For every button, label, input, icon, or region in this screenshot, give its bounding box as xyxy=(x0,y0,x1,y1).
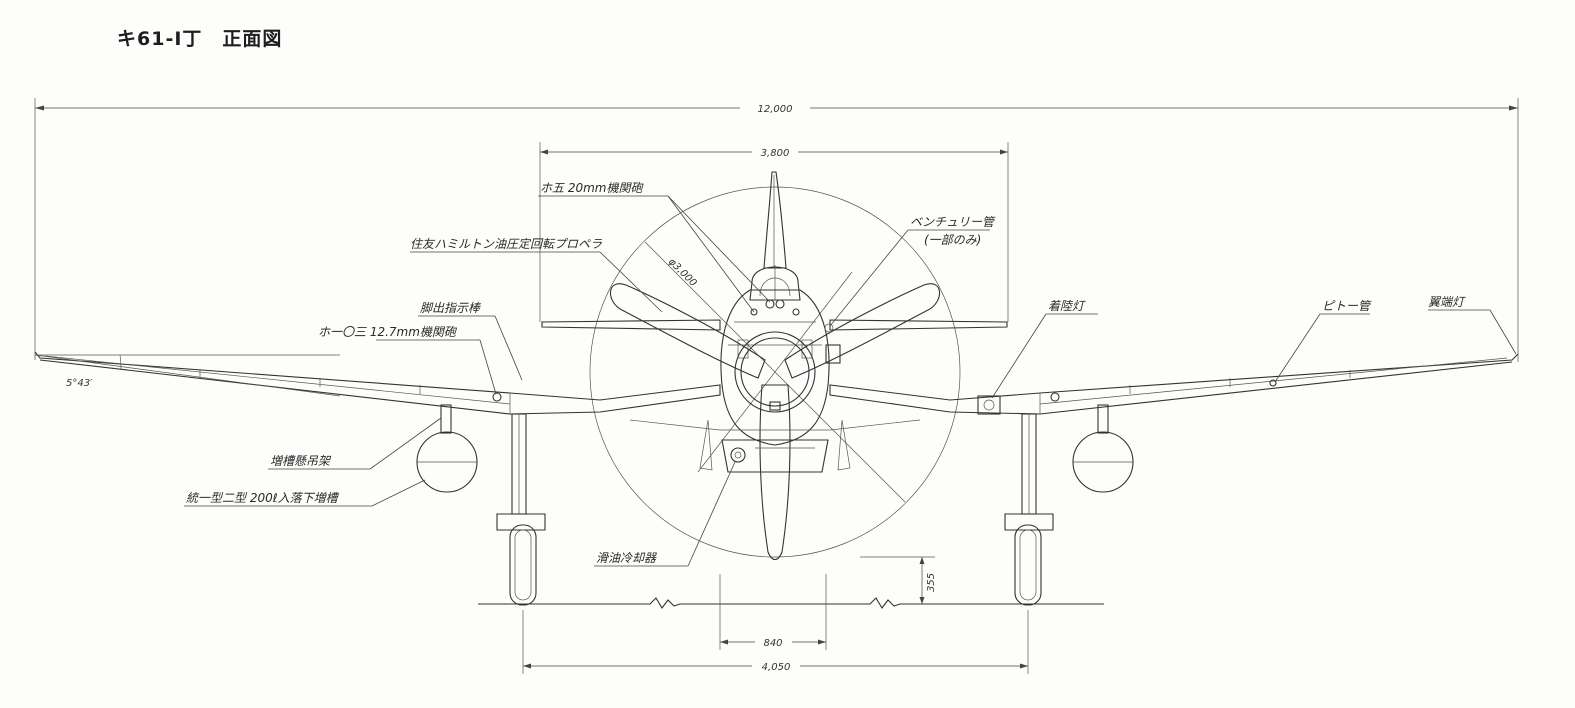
label-mg127: ホ一〇三 12.7mm機関砲 xyxy=(318,325,458,339)
propeller-disc: φ3,000 xyxy=(589,186,961,558)
propeller-blades xyxy=(609,283,941,561)
canopy xyxy=(749,265,801,301)
label-tank-rack: 増槽懸吊架 xyxy=(270,454,332,468)
label-pitot: ピトー管 xyxy=(1322,299,1372,313)
vertical-tail xyxy=(763,171,787,269)
annotations: ホ五 20mm機関砲 住友ハミルトン油圧定回転プロペラ 脚出指示棒 ホ一〇三 1… xyxy=(186,181,1466,565)
radiator-width-value: 840 xyxy=(763,638,782,649)
horizontal-stabilizer xyxy=(541,319,1008,331)
label-gear-indicator: 脚出指示棒 xyxy=(420,301,482,315)
wings xyxy=(34,351,1519,431)
prop-diameter-value: φ3,000 xyxy=(666,256,699,289)
drop-tanks xyxy=(416,404,1134,493)
dihedral-value: 5°43′ xyxy=(66,378,93,389)
dihedral-angle: 5°43′ xyxy=(34,354,341,397)
page-title: キ61-Ⅰ丁 正面図 xyxy=(117,28,283,50)
fuselage xyxy=(720,289,841,446)
label-oil-cooler: 滑油冷却器 xyxy=(596,551,657,565)
oil-cooler xyxy=(721,439,829,473)
label-landing-light: 着陸灯 xyxy=(1048,299,1086,313)
stabilizer-dimension: 3,800 xyxy=(539,142,1009,322)
leader-lines xyxy=(184,195,1517,567)
span-value: 12,000 xyxy=(758,104,793,115)
landing-gear xyxy=(496,413,1054,606)
label-venturi-note: (一部のみ) xyxy=(924,233,981,247)
label-venturi: ベンチュリー管 xyxy=(910,215,996,229)
track-value: 4,050 xyxy=(762,662,791,673)
label-drop-tank: 統一型二型 200ℓ入落下増槽 xyxy=(186,491,340,505)
ground-clearance-dimension: 355 xyxy=(860,556,937,604)
stabilizer-span-value: 3,800 xyxy=(761,148,790,159)
span-dimension: 12,000 xyxy=(34,98,1519,362)
track-dimension: 4,050 xyxy=(522,610,1029,674)
radiator-width-dimension: 840 xyxy=(719,574,827,650)
ground-clearance-value: 355 xyxy=(926,573,937,592)
label-propeller: 住友ハミルトン油圧定回転プロペラ xyxy=(410,237,602,251)
label-cannon20: ホ五 20mm機関砲 xyxy=(540,181,644,195)
ground-line xyxy=(478,597,1104,609)
label-wingtip-light: 翼端灯 xyxy=(1428,295,1466,309)
